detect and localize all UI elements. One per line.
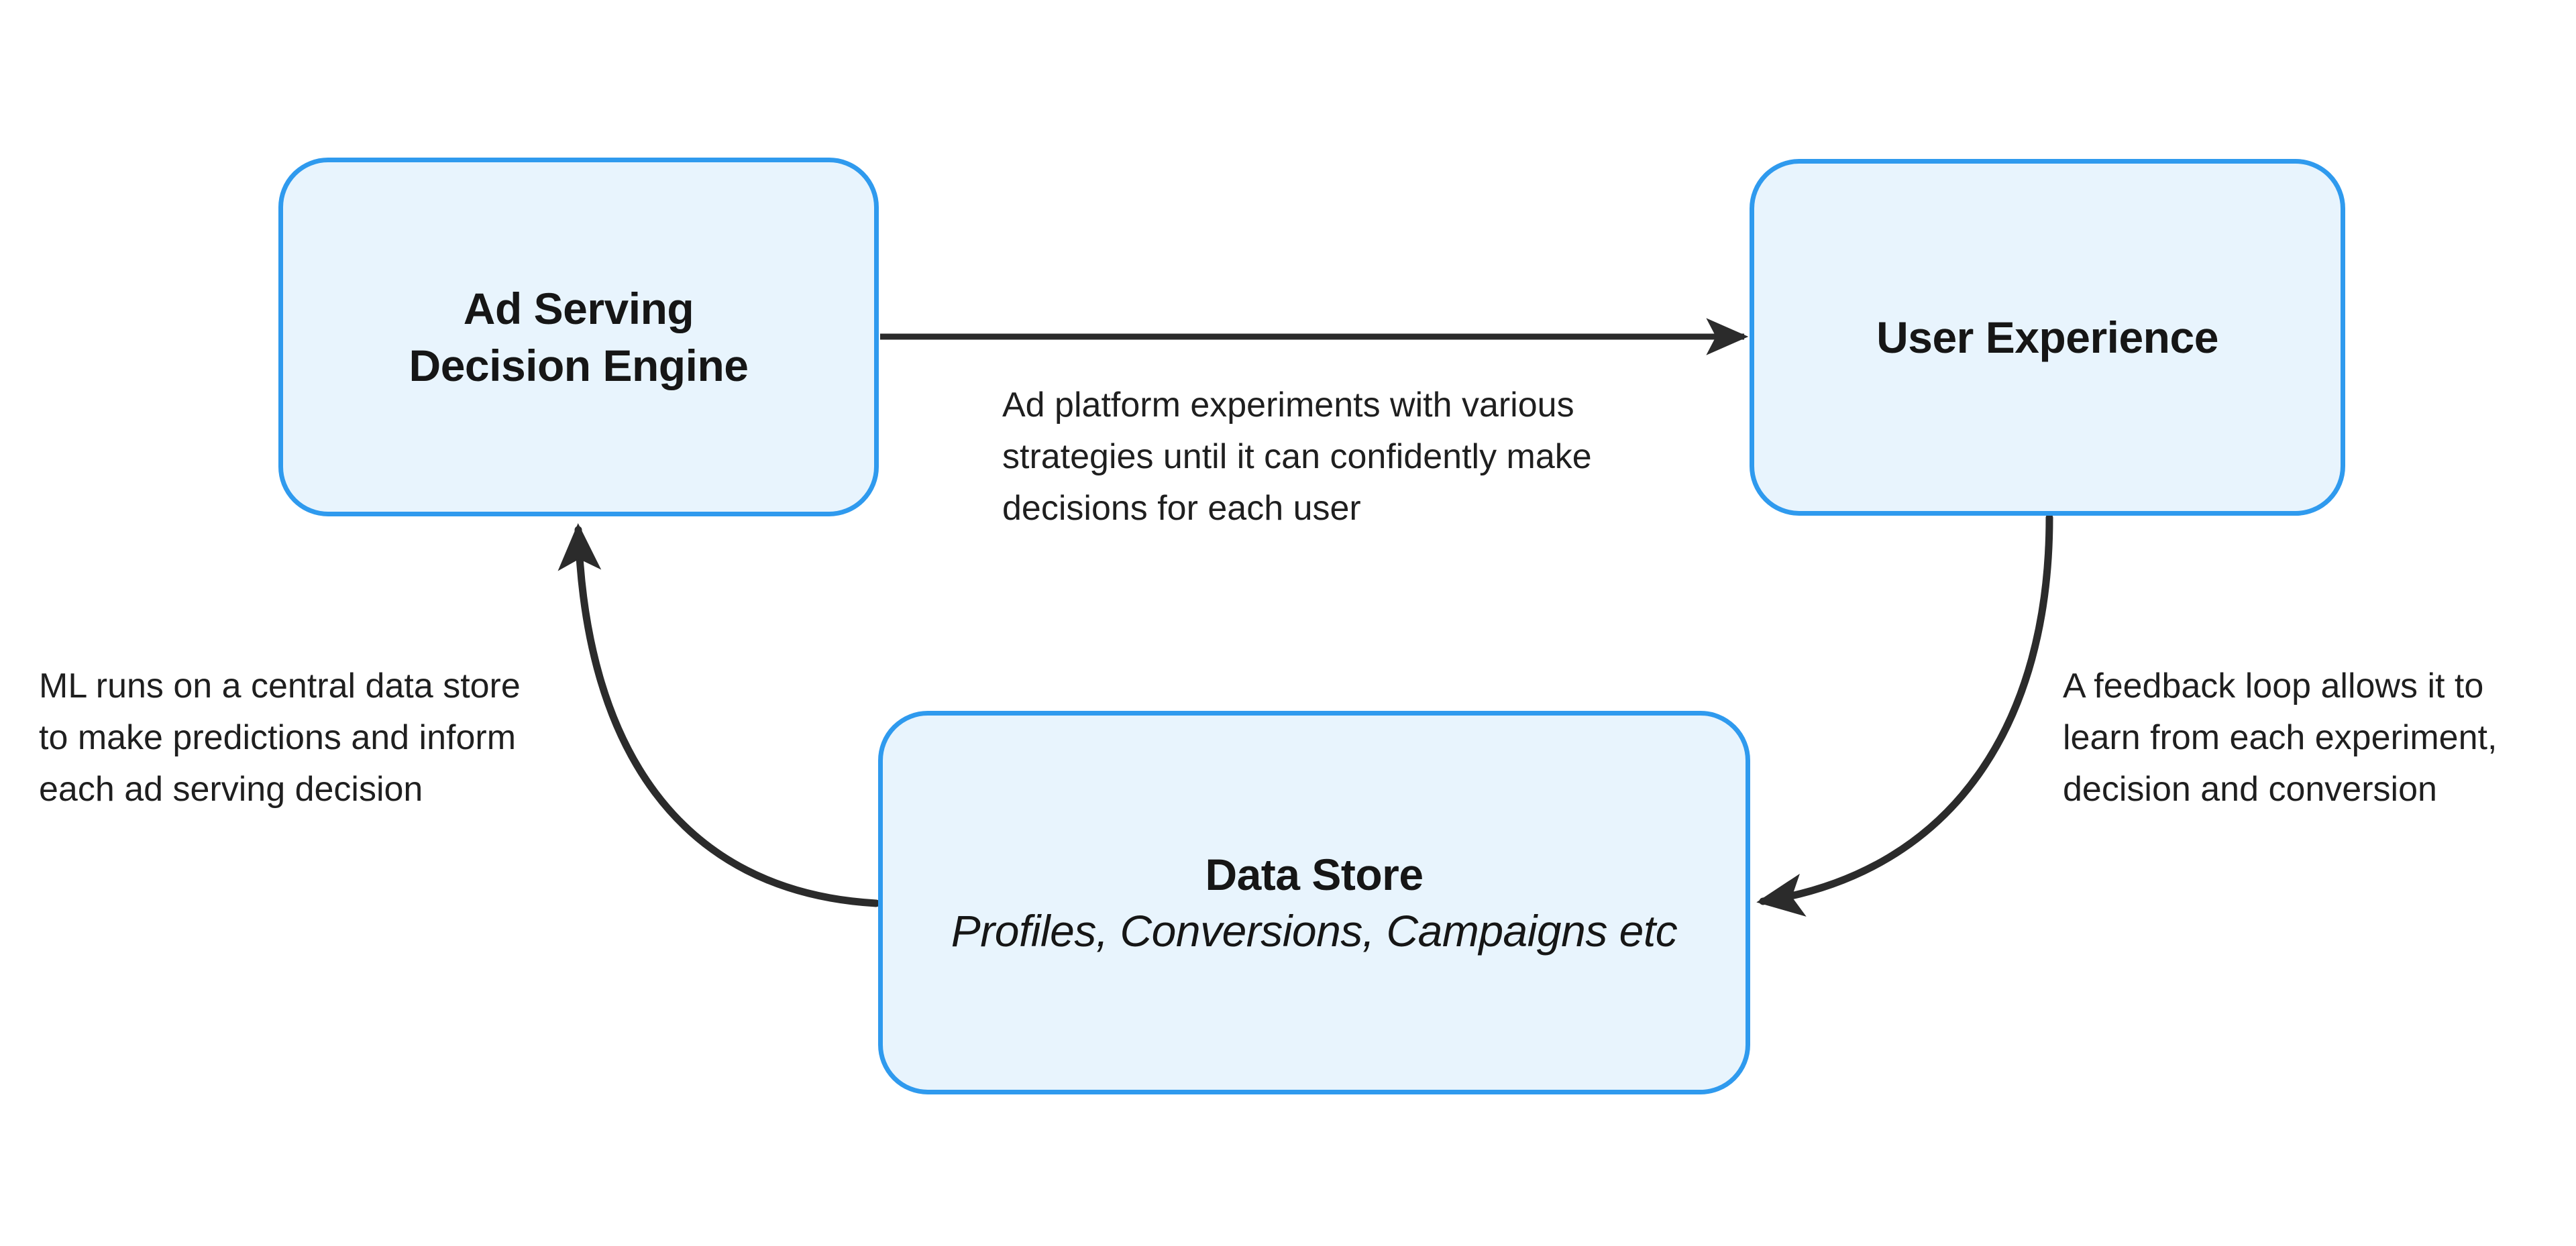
edge-label-ad-serving-to-user-experience: Ad platform experiments with various str… (1002, 386, 1592, 528)
node-ad-serving-decision-engine[interactable]: Ad Serving Decision Engine (278, 158, 879, 516)
node-title: Ad Serving Decision Engine (409, 284, 749, 390)
edge-user-experience-to-data-store (1756, 514, 2053, 917)
node-title: User Experience (1876, 312, 2218, 362)
node-data-store[interactable]: Data Store Profiles, Conversions, Campai… (878, 711, 1750, 1094)
edge-label-data-store-to-ad-serving: ML runs on a central data store to make … (39, 667, 521, 809)
node-user-experience[interactable]: User Experience (1750, 159, 2345, 516)
node-subtitle: Profiles, Conversions, Campaigns etc (951, 906, 1678, 956)
edge-data-store-to-ad-serving (557, 523, 880, 907)
edge-label-user-experience-to-data-store: A feedback loop allows it to learn from … (2063, 667, 2498, 809)
node-title: Data Store (1205, 849, 1424, 899)
